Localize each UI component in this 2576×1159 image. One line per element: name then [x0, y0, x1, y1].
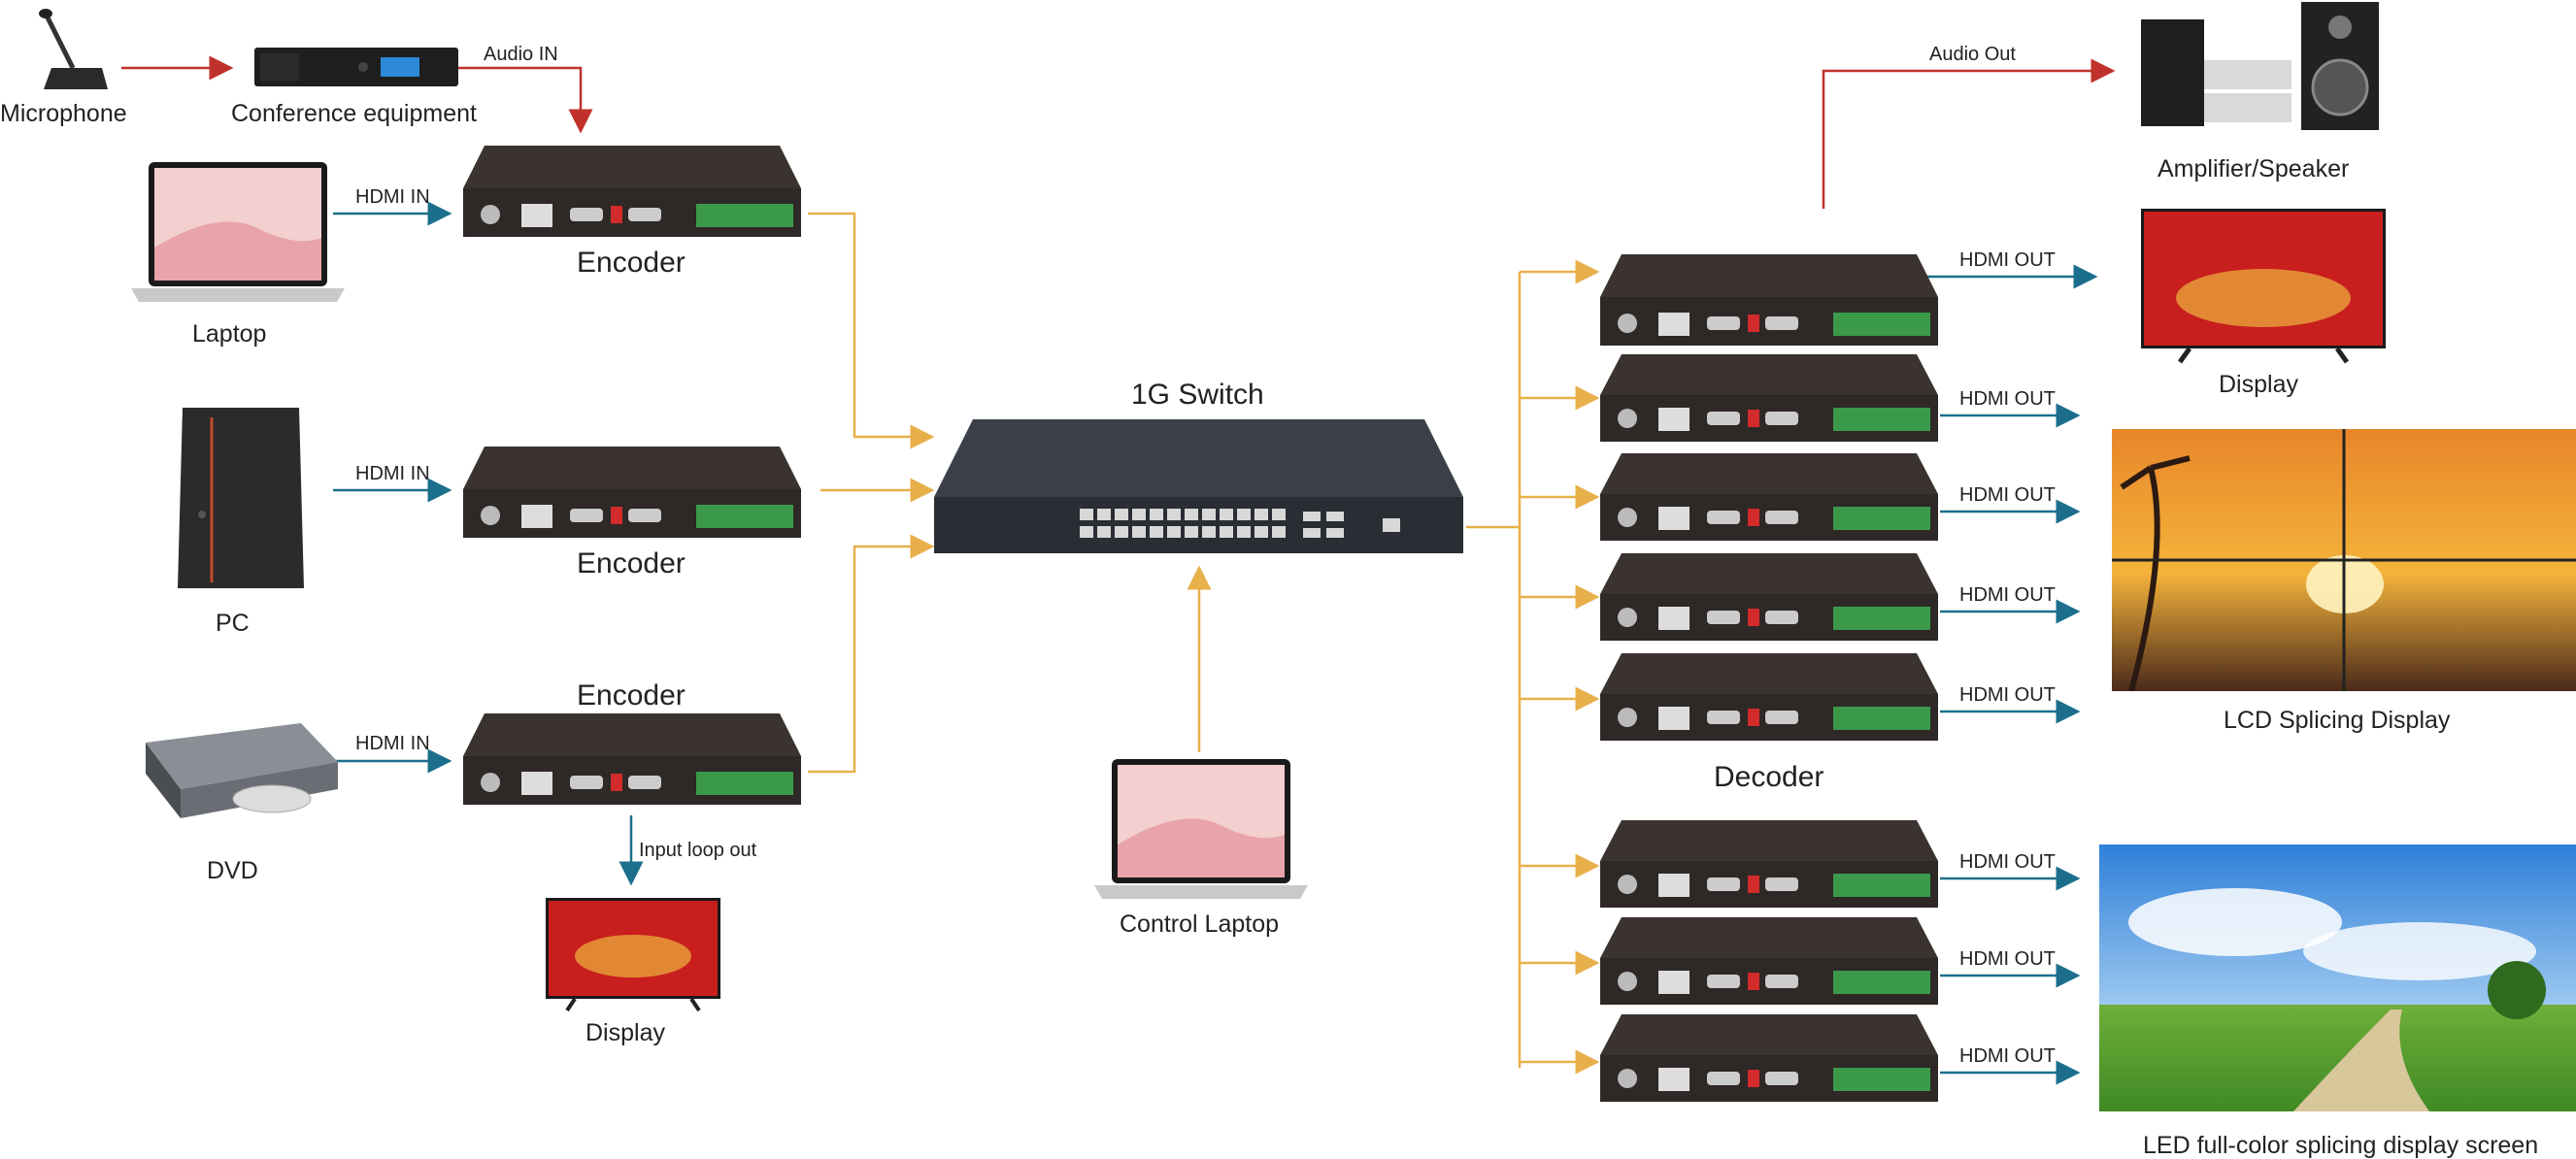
audio-in-label: Audio IN	[484, 44, 558, 65]
dvd-player-icon	[136, 713, 340, 830]
hdmi-out-label-8: HDMI OUT	[1959, 1045, 2056, 1067]
input-loop-out-label: Input loop out	[639, 840, 757, 861]
lcd-splicing-display-icon	[2112, 429, 2576, 692]
control-laptop-label: Control Laptop	[1120, 911, 1280, 938]
laptop-label: Laptop	[192, 320, 267, 348]
hdmi-out-label-5: HDMI OUT	[1959, 684, 2056, 706]
hdmi-in-label-3: HDMI IN	[355, 733, 430, 754]
pc-label: PC	[216, 610, 250, 637]
conference-equipment-label: Conference equipment	[231, 100, 477, 127]
display-label: Display	[2219, 371, 2298, 398]
microphone-icon	[34, 8, 112, 95]
lcd-splicing-display-label: LCD Splicing Display	[2224, 707, 2451, 734]
decoder-device-1	[1600, 254, 1938, 347]
display-icon	[2141, 209, 2386, 364]
amplifier-speaker-icon	[2136, 0, 2384, 136]
encoder-device-2	[463, 447, 801, 539]
audio-out-label: Audio Out	[1929, 44, 2016, 65]
decoder-device-5	[1600, 653, 1938, 743]
hdmi-out-label-6: HDMI OUT	[1959, 851, 2056, 873]
encoder-label-2: Encoder	[577, 547, 686, 580]
network-switch-device	[934, 419, 1463, 555]
encoder-label-3: Encoder	[577, 679, 686, 712]
decoder-label: Decoder	[1714, 761, 1824, 793]
decoder-device-2	[1600, 354, 1938, 444]
conference-equipment-icon	[254, 44, 458, 90]
switch-label: 1G Switch	[1131, 379, 1264, 411]
hdmi-out-label-2: HDMI OUT	[1959, 388, 2056, 410]
pc-icon	[173, 398, 309, 592]
hdmi-lines	[333, 201, 2098, 1085]
hdmi-in-label-2: HDMI IN	[355, 463, 430, 484]
amplifier-speaker-label: Amplifier/Speaker	[2158, 155, 2350, 182]
led-splicing-screen-label: LED full-color splicing display screen	[2143, 1132, 2539, 1159]
encoder-device-1	[463, 146, 801, 238]
decoder-device-8	[1600, 1014, 1938, 1104]
led-splicing-screen-icon	[2099, 844, 2576, 1111]
decoder-device-6	[1600, 820, 1938, 910]
hdmi-out-label-7: HDMI OUT	[1959, 948, 2056, 970]
hdmi-in-label-1: HDMI IN	[355, 186, 430, 208]
network-lines	[808, 212, 1600, 1075]
loop-display-label: Display	[585, 1019, 665, 1046]
hdmi-out-label-3: HDMI OUT	[1959, 484, 2056, 506]
microphone-label: Microphone	[0, 100, 127, 127]
dvd-label: DVD	[207, 857, 258, 884]
decoder-device-3	[1600, 453, 1938, 543]
encoder-label-1: Encoder	[577, 247, 686, 279]
encoder-device-3	[463, 713, 801, 806]
loop-display-icon	[546, 898, 720, 1012]
hdmi-out-label-1: HDMI OUT	[1959, 249, 2056, 271]
decoder-device-7	[1600, 917, 1938, 1007]
decoder-device-4	[1600, 553, 1938, 643]
control-laptop-icon	[1094, 757, 1308, 903]
laptop-icon	[131, 160, 345, 306]
hdmi-out-label-4: HDMI OUT	[1959, 584, 2056, 606]
audio-lines	[121, 55, 2116, 209]
